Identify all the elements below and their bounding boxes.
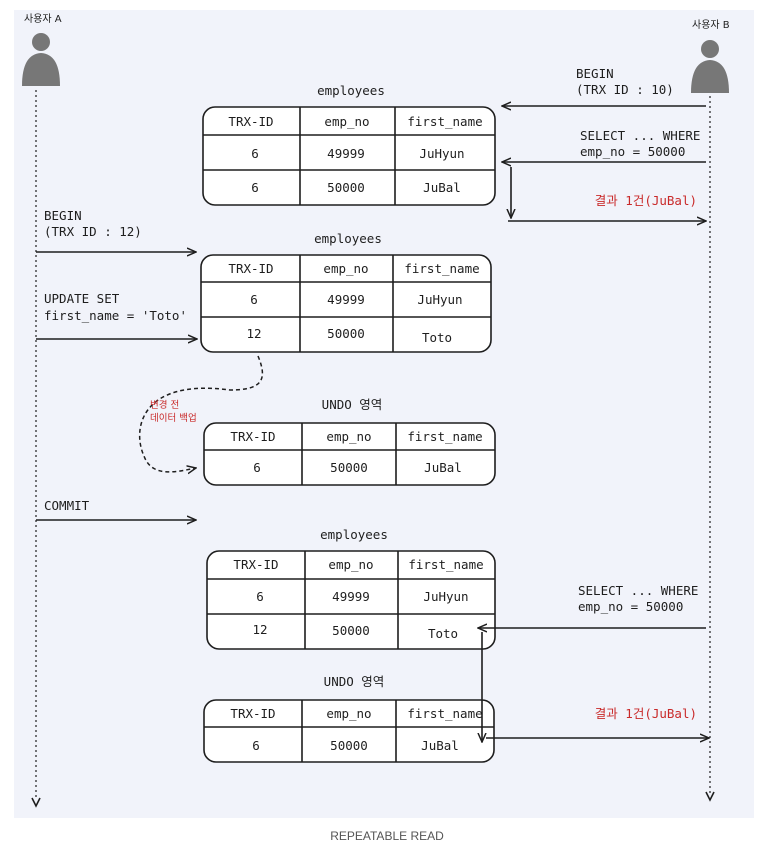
b-result1-label: 결과 1건(JuBal)	[595, 193, 697, 208]
user-b-icon	[691, 40, 729, 93]
t1-r1-trx: 6	[251, 146, 259, 161]
t2-hdr-empno: emp_no	[323, 261, 368, 276]
user-a-icon	[22, 33, 60, 86]
backup-dashed-arrow	[138, 355, 264, 472]
actor-b-label: 사용자 B	[692, 19, 730, 31]
table-1-title: employees	[317, 83, 385, 98]
b-result2-label: 결과 1건(JuBal)	[595, 706, 697, 721]
t5-r1-name: JuBal	[421, 738, 459, 753]
b-select2-line2: emp_no = 50000	[578, 599, 683, 614]
b-begin-line1: BEGIN	[576, 66, 614, 81]
t3-hdr-empno: emp_no	[326, 429, 371, 444]
a-begin-line2: (TRX ID : 12)	[44, 224, 142, 239]
t4-hdr-empno: emp_no	[328, 557, 373, 572]
table-5-undo: TRX-ID emp_no first_name 6 50000 JuBal	[203, 699, 495, 763]
backup-note-line2: 데이터 백업	[150, 412, 197, 424]
t5-hdr-trx: TRX-ID	[230, 706, 275, 721]
t1-r2-name: JuBal	[423, 180, 461, 195]
actor-a-label: 사용자 A	[24, 13, 62, 25]
a-update-line1: UPDATE SET	[44, 291, 120, 306]
t1-hdr-firstname: first_name	[407, 114, 482, 129]
lifeline-a-end	[31, 797, 41, 808]
table-3-undo: TRX-ID emp_no first_name 6 50000 JuBal	[203, 422, 496, 486]
table-2-employees: TRX-ID emp_no first_name 6 49999 JuHyun …	[200, 254, 492, 353]
t3-hdr-firstname: first_name	[407, 429, 482, 444]
figure-caption: REPEATABLE READ	[330, 829, 444, 843]
repeatable-read-diagram: 사용자 A 사용자 B employees employees UNDO 영역 …	[14, 10, 754, 818]
t4-r1-name: JuHyun	[423, 589, 468, 604]
t4-hdr-firstname: first_name	[408, 557, 483, 572]
t1-r2-empno: 50000	[327, 180, 365, 195]
t3-r1-trx: 6	[253, 460, 261, 475]
t5-r1-trx: 6	[252, 738, 260, 753]
b-select1-line2: emp_no = 50000	[580, 144, 685, 159]
t4-r2-empno: 50000	[332, 623, 370, 638]
t2-hdr-trx: TRX-ID	[228, 261, 273, 276]
t3-r1-name: JuBal	[424, 460, 462, 475]
a-commit-label: COMMIT	[44, 498, 90, 513]
actor-b: 사용자 B	[691, 19, 730, 93]
t3-hdr-trx: TRX-ID	[230, 429, 275, 444]
t2-r1-empno: 49999	[327, 292, 365, 307]
t2-hdr-firstname: first_name	[404, 261, 479, 276]
t1-hdr-trx: TRX-ID	[228, 114, 273, 129]
t4-r1-empno: 49999	[332, 589, 370, 604]
t4-r2-name: Toto	[428, 626, 458, 641]
t1-r2-trx: 6	[251, 180, 259, 195]
t3-r1-empno: 50000	[330, 460, 368, 475]
t1-hdr-empno: emp_no	[324, 114, 369, 129]
a-begin-line1: BEGIN	[44, 208, 82, 223]
t1-r1-empno: 49999	[327, 146, 365, 161]
t5-r1-empno: 50000	[330, 738, 368, 753]
table-3-title: UNDO 영역	[322, 397, 383, 412]
t4-hdr-trx: TRX-ID	[233, 557, 278, 572]
t4-r1-trx: 6	[256, 589, 264, 604]
t2-r1-trx: 6	[250, 292, 258, 307]
table-1-employees: TRX-ID emp_no first_name 6 49999 JuHyun …	[202, 106, 496, 206]
t4-r2-trx: 12	[252, 622, 267, 637]
t1-r1-name: JuHyun	[419, 146, 464, 161]
b-select1-line1: SELECT ... WHERE	[580, 128, 700, 143]
backup-note-line1: 변경 전	[150, 399, 179, 411]
t2-r1-name: JuHyun	[417, 292, 462, 307]
t5-hdr-empno: emp_no	[326, 706, 371, 721]
lifeline-b-end	[705, 791, 715, 802]
a-update-line2: first_name = 'Toto'	[44, 308, 187, 323]
b-begin-line2: (TRX ID : 10)	[576, 82, 674, 97]
t2-r2-name: Toto	[422, 330, 452, 345]
table-4-title: employees	[320, 527, 388, 542]
actor-a: 사용자 A	[22, 13, 62, 86]
t2-r2-trx: 12	[246, 326, 261, 341]
table-4-employees: TRX-ID emp_no first_name 6 49999 JuHyun …	[206, 550, 496, 650]
b-select2-line1: SELECT ... WHERE	[578, 583, 698, 598]
table-2-title: employees	[314, 231, 382, 246]
t5-hdr-firstname: first_name	[407, 706, 482, 721]
table-5-title: UNDO 영역	[324, 674, 385, 689]
t2-r2-empno: 50000	[327, 326, 365, 341]
